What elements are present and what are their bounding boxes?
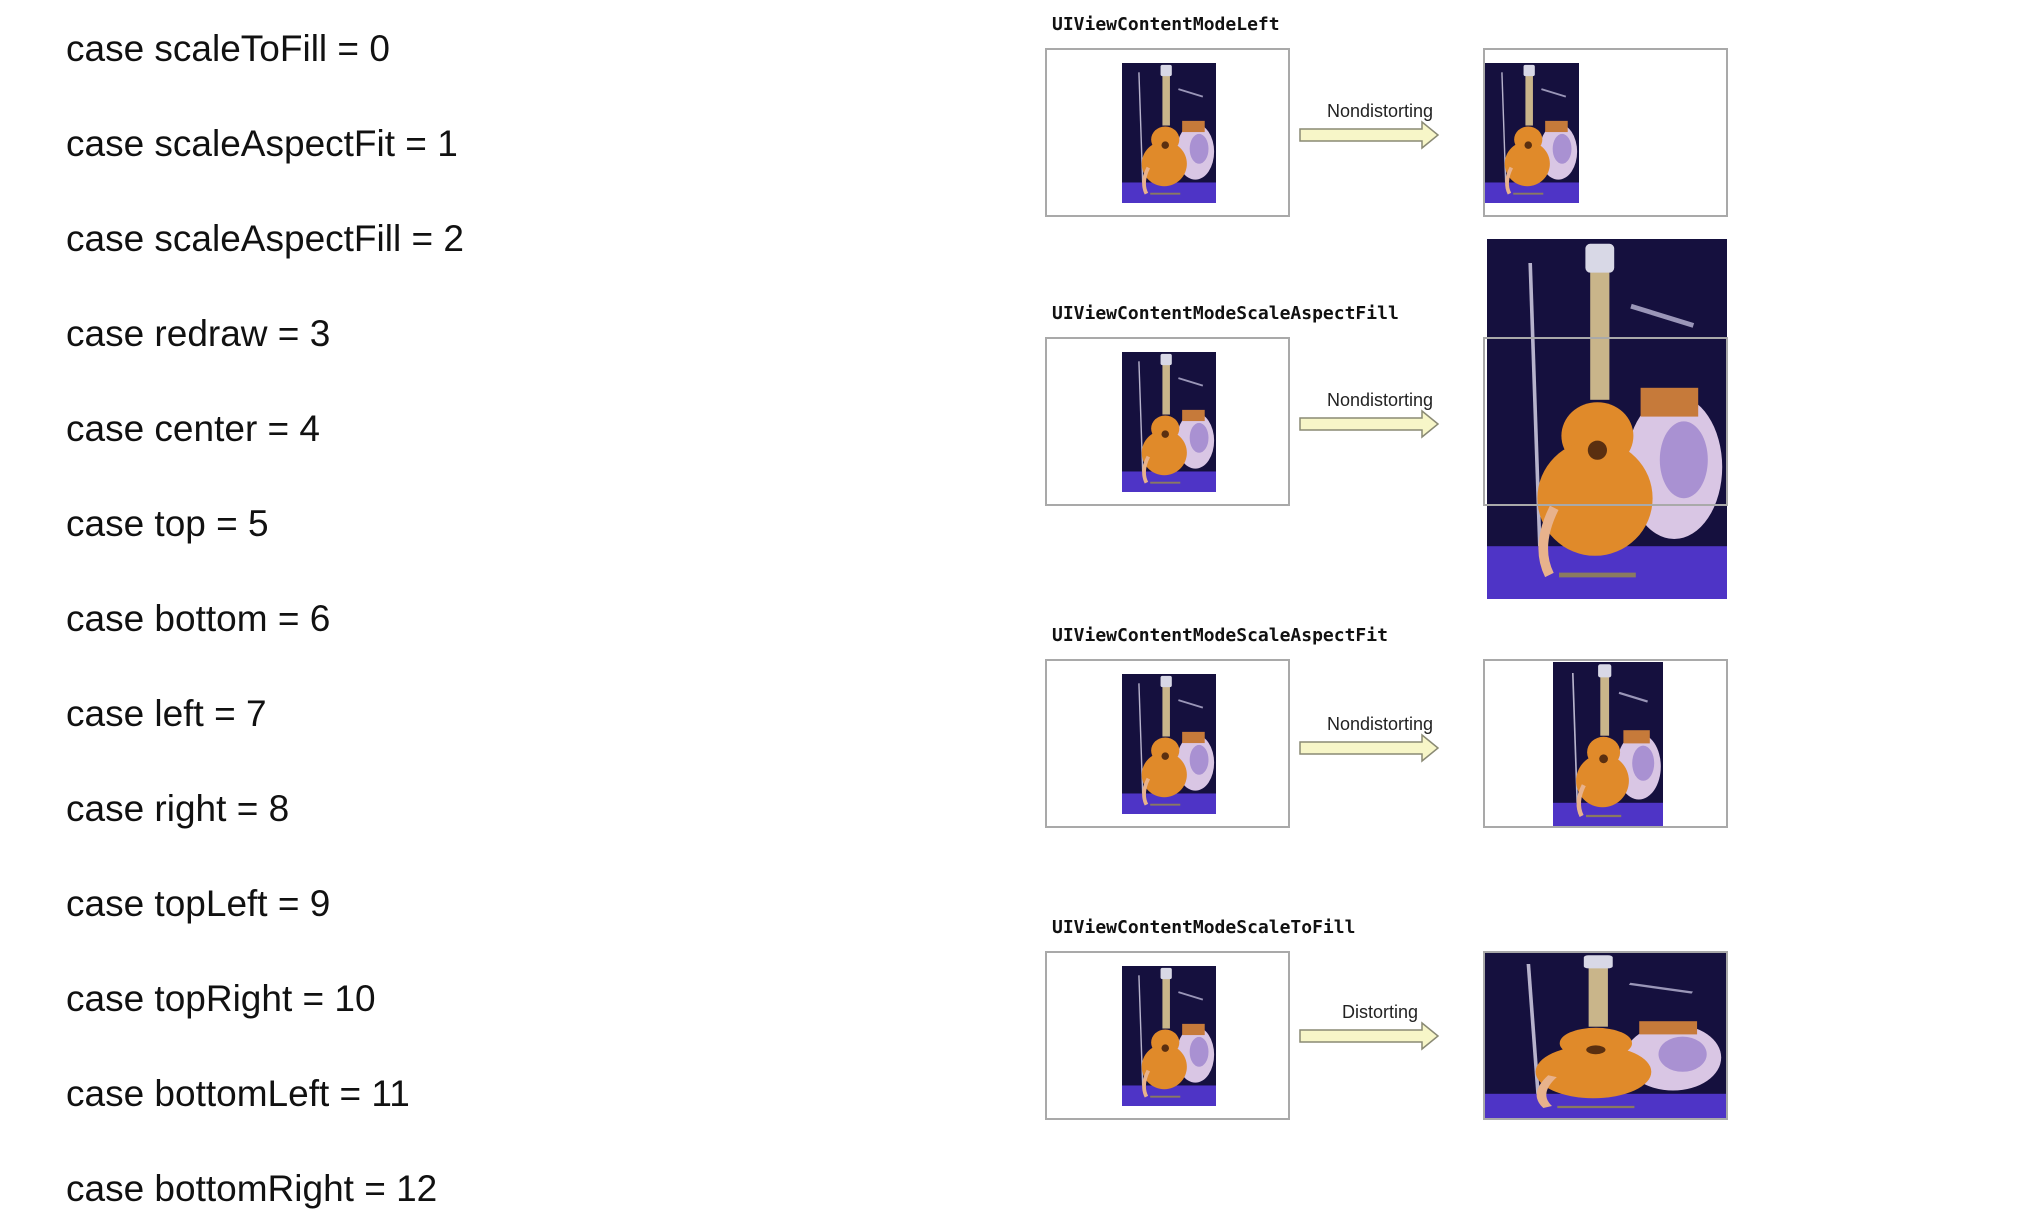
case-line-topRight: case topRight = 10 bbox=[66, 978, 376, 1019]
guitar-and-drums-photo-icon bbox=[1485, 953, 1726, 1118]
guitar-and-drums-photo-icon bbox=[1122, 966, 1216, 1106]
case-line-top: case top = 5 bbox=[66, 503, 269, 544]
arrow-label-scale-aspect-fit: Nondistorting bbox=[1326, 714, 1434, 734]
arrow-label-scale-aspect-fill: Nondistorting bbox=[1326, 390, 1434, 410]
guitar-and-drums-photo-icon bbox=[1122, 352, 1216, 492]
case-line-bottomLeft: case bottomLeft = 11 bbox=[66, 1073, 410, 1114]
mode-title-left: UIViewContentModeLeft bbox=[1052, 14, 1280, 35]
source-frame-left bbox=[1045, 48, 1290, 217]
arrow-label-scale-to-fill: Distorting bbox=[1341, 1002, 1419, 1022]
result-frame-scale-to-fill bbox=[1483, 951, 1728, 1120]
mode-title-scale-aspect-fill: UIViewContentModeScaleAspectFill bbox=[1052, 303, 1399, 324]
source-frame-scale-to-fill bbox=[1045, 951, 1290, 1120]
case-line-redraw: case redraw = 3 bbox=[66, 313, 331, 354]
source-frame-scale-aspect-fill bbox=[1045, 337, 1290, 506]
result-frame-left bbox=[1483, 48, 1728, 217]
mode-title-scale-to-fill: UIViewContentModeScaleToFill bbox=[1052, 917, 1356, 938]
case-line-left: case left = 7 bbox=[66, 693, 267, 734]
right-arrow-icon bbox=[1298, 1021, 1440, 1051]
case-line-bottomRight: case bottomRight = 12 bbox=[66, 1168, 438, 1209]
mode-title-scale-aspect-fit: UIViewContentModeScaleAspectFit bbox=[1052, 625, 1388, 646]
guitar-and-drums-photo-icon bbox=[1485, 63, 1579, 203]
case-line-scaleAspectFit: case scaleAspectFit = 1 bbox=[66, 123, 458, 164]
result-frame-scale-aspect-fit bbox=[1483, 659, 1728, 828]
result-frame-scale-aspect-fill bbox=[1483, 337, 1728, 506]
guitar-and-drums-photo-icon bbox=[1553, 662, 1663, 826]
right-arrow-icon bbox=[1298, 409, 1440, 439]
case-line-scaleToFill: case scaleToFill = 0 bbox=[66, 28, 390, 69]
guitar-and-drums-photo-icon bbox=[1122, 63, 1216, 203]
right-arrow-icon bbox=[1298, 733, 1440, 763]
case-line-bottom: case bottom = 6 bbox=[66, 598, 331, 639]
source-frame-scale-aspect-fit bbox=[1045, 659, 1290, 828]
arrow-label-left: Nondistorting bbox=[1326, 101, 1434, 121]
case-line-scaleAspectFill: case scaleAspectFill = 2 bbox=[66, 218, 464, 259]
guitar-and-drums-photo-icon bbox=[1487, 239, 1727, 599]
case-line-right: case right = 8 bbox=[66, 788, 290, 829]
guitar-and-drums-photo-icon bbox=[1122, 674, 1216, 814]
right-arrow-icon bbox=[1298, 120, 1440, 150]
case-line-topLeft: case topLeft = 9 bbox=[66, 883, 331, 924]
case-line-center: case center = 4 bbox=[66, 408, 321, 449]
